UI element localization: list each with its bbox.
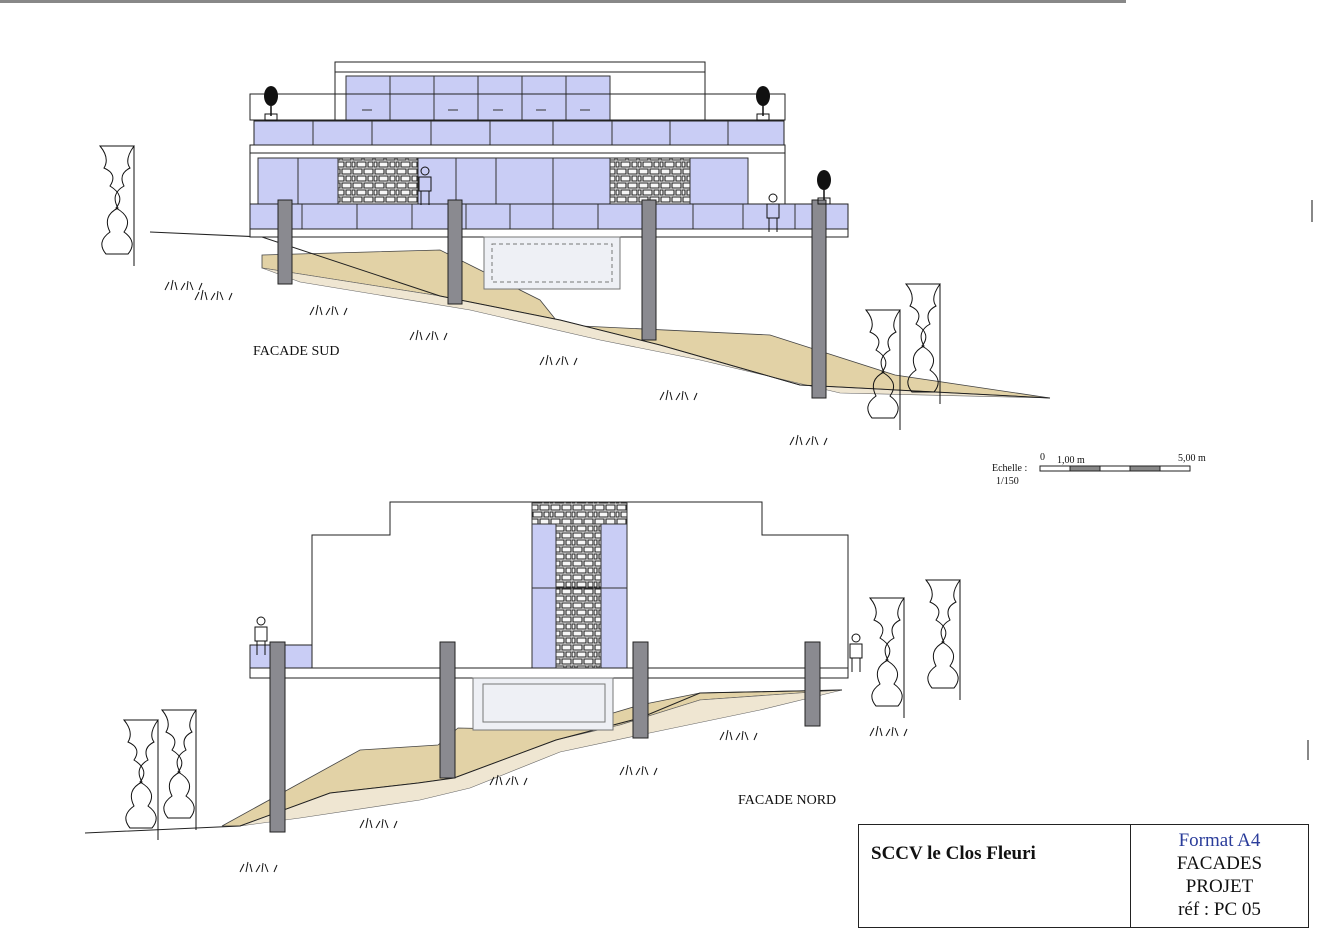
scale-bar: Echelle : 1/150 0 1,00 m 5,00 m bbox=[992, 452, 1206, 487]
scale-tick-5: 5,00 m bbox=[1178, 453, 1206, 464]
basement-box bbox=[472, 677, 614, 731]
scale-tick-1: 1,00 m bbox=[1057, 455, 1085, 466]
grass-icon bbox=[164, 279, 203, 291]
pillars bbox=[269, 641, 821, 833]
tree-icon bbox=[99, 145, 135, 267]
basement-box bbox=[483, 236, 621, 290]
grass-icon bbox=[789, 434, 828, 446]
facade-sud bbox=[99, 61, 1051, 446]
facade-nord bbox=[84, 501, 961, 873]
tree-icon bbox=[161, 709, 197, 831]
grass-icon bbox=[619, 764, 658, 776]
title-block-project-cell: SCCV le Clos Fleuri bbox=[859, 825, 1131, 927]
sheet-title: FACADES bbox=[1176, 853, 1263, 874]
stone-wall bbox=[337, 157, 419, 206]
person-icon bbox=[849, 633, 863, 673]
grass-icon bbox=[239, 861, 278, 873]
shrub-icon bbox=[263, 85, 279, 121]
scale-tick-0: 0 bbox=[1040, 452, 1045, 463]
grass-icon bbox=[539, 354, 578, 366]
upper-balustrade bbox=[253, 120, 785, 146]
title-block-info-cell: Format A4 FACADES PROJET réf : PC 05 bbox=[1131, 825, 1308, 927]
sheet-reference: réf : PC 05 bbox=[1178, 899, 1261, 920]
title-block: SCCV le Clos Fleuri Format A4 FACADES PR… bbox=[858, 824, 1309, 928]
stone-wall bbox=[555, 501, 602, 669]
project-name: SCCV le Clos Fleuri bbox=[871, 843, 1036, 864]
facade-sud-label: FACADE SUD bbox=[253, 344, 339, 359]
grass-icon bbox=[194, 289, 233, 301]
sheet-format: Format A4 bbox=[1178, 830, 1261, 851]
grass-icon bbox=[719, 729, 758, 741]
scale-label: Echelle : bbox=[992, 463, 1027, 474]
facade-nord-label: FACADE NORD bbox=[738, 793, 836, 808]
scale-ratio: 1/150 bbox=[996, 476, 1019, 487]
tree-icon bbox=[123, 719, 159, 841]
tree-icon bbox=[925, 579, 961, 701]
stone-wall bbox=[609, 157, 691, 206]
shrub-icon bbox=[755, 85, 771, 121]
shrub-icon bbox=[816, 169, 832, 205]
sheet-status: PROJET bbox=[1185, 876, 1254, 897]
upper-windows bbox=[345, 75, 611, 121]
grass-icon bbox=[409, 329, 448, 341]
pillars bbox=[277, 199, 827, 399]
grass-icon bbox=[359, 817, 398, 829]
grass-icon bbox=[869, 725, 908, 737]
grass-icon bbox=[309, 304, 348, 316]
lower-balustrade bbox=[249, 203, 849, 230]
tree-icon bbox=[869, 597, 905, 719]
grass-icon bbox=[659, 389, 698, 401]
